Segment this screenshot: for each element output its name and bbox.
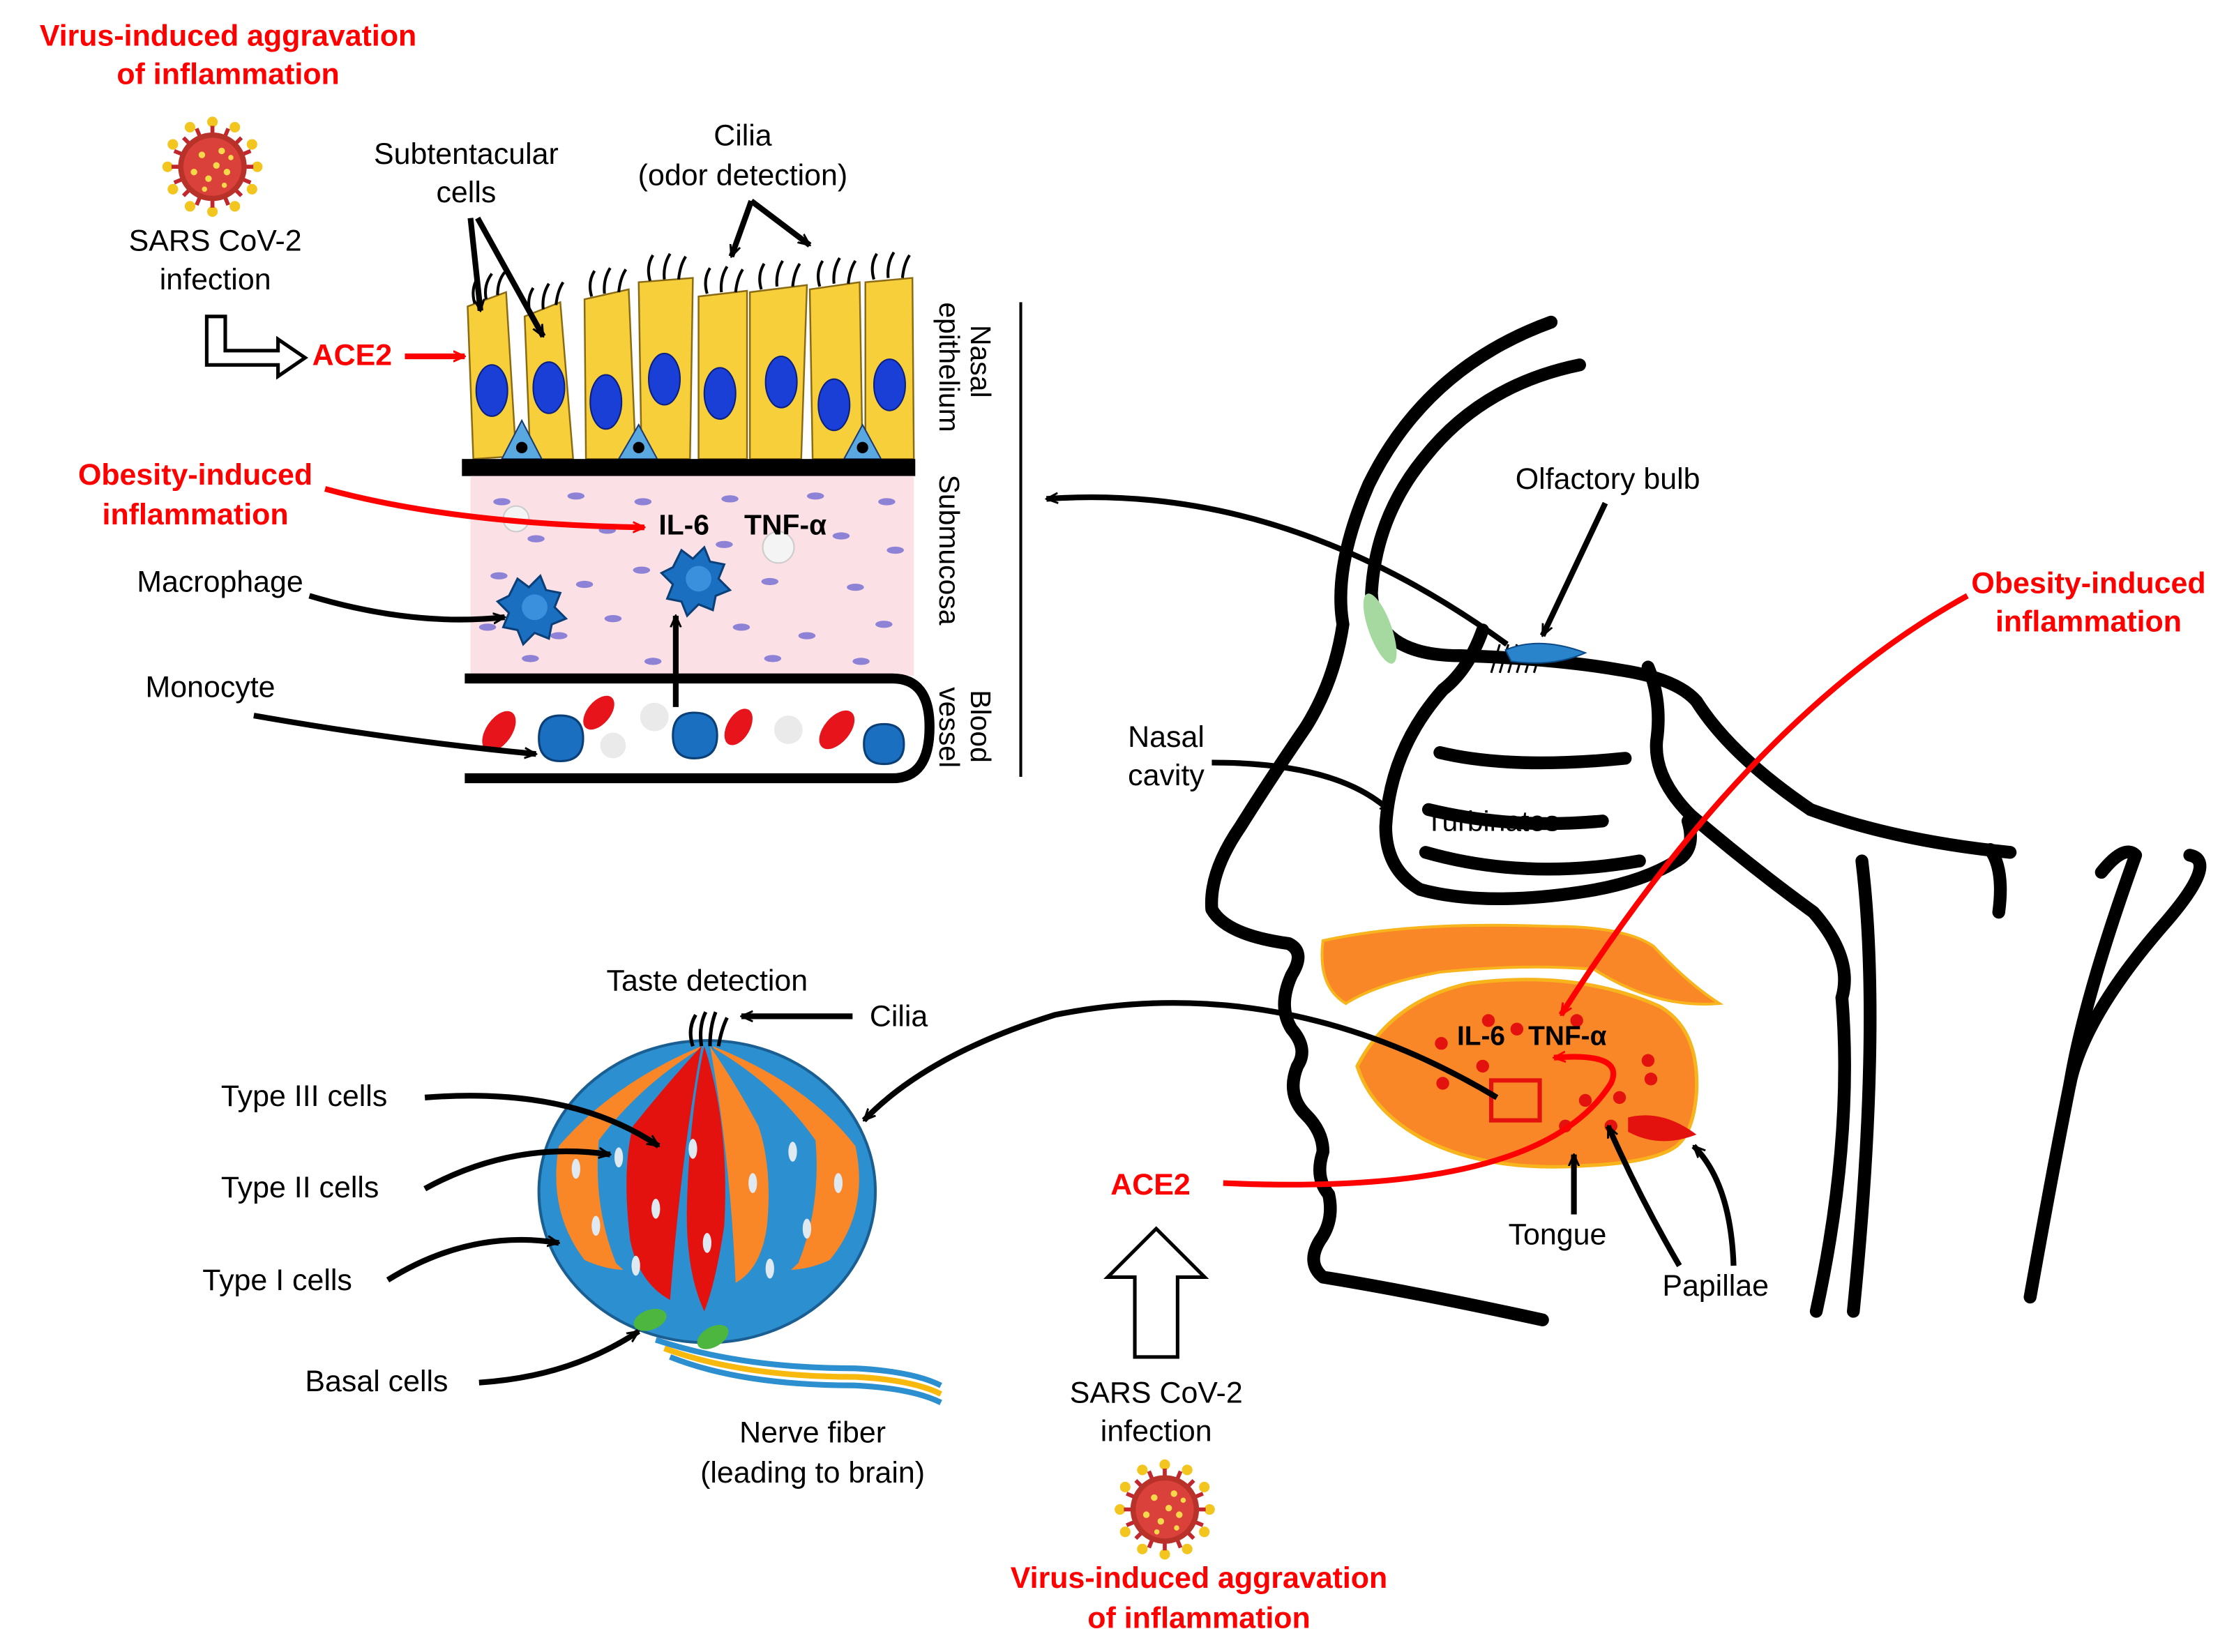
virus-bottom-label-line2: of inflammation	[1087, 1601, 1310, 1635]
macrophage-cell	[495, 574, 568, 646]
nasal-cavity-label-line2: cavity	[1128, 759, 1205, 792]
tnf-top-label: TNF-α	[744, 509, 827, 541]
blood-vessel-label-line1: Blood	[965, 690, 997, 763]
nerve-fiber-label-line1: Nerve fiber	[739, 1416, 886, 1450]
virus-bottom-icon	[1115, 1460, 1215, 1560]
sars-top-label-line2: infection	[160, 263, 271, 296]
sars-bottom-label-line1: SARS CoV-2	[1070, 1376, 1243, 1409]
nasal-cavity-label-line1: Nasal	[1128, 720, 1205, 754]
hollow-arrow-icon	[204, 315, 308, 380]
sars-top-label-line1: SARS CoV-2	[129, 225, 302, 258]
type1-label: Type I cells	[202, 1264, 352, 1297]
basal-label: Basal cells	[305, 1365, 448, 1398]
obesity-left-label-line1: Obesity-induced	[78, 458, 312, 492]
type3-label: Type III cells	[221, 1079, 387, 1113]
virus-icon	[163, 116, 263, 217]
macrophage-cell-2	[659, 545, 732, 618]
turbinates-label: Turbinates	[1426, 805, 1560, 838]
cilia-top-label-line1: Cilia	[714, 119, 772, 152]
ace2-bottom-label: ACE2	[1110, 1168, 1190, 1202]
submucosa-label: Submucosa	[933, 475, 965, 626]
subtentacular-label-line2: cells	[436, 176, 496, 209]
taste-detection-label: Taste detection	[607, 964, 808, 998]
cilia-bottom-label: Cilia	[870, 1000, 928, 1033]
il6-tongue-label: IL-6	[1457, 1021, 1505, 1051]
virus-top-label-line2: of inflammation	[116, 58, 339, 91]
obesity-left-label-line2: inflammation	[103, 498, 289, 531]
virus-top-label-line1: Virus-induced aggravation	[40, 19, 416, 52]
sars-bottom-label-line2: infection	[1101, 1414, 1212, 1448]
ace2-top-label: ACE2	[312, 338, 392, 372]
nerve-fiber-label-line2: (leading to brain)	[700, 1456, 925, 1490]
tnf-tongue-label: TNF-α	[1528, 1021, 1606, 1051]
blood-vessel-label-line2: vessel	[933, 687, 965, 768]
nasal-epithelium-label-line2: epithelium	[933, 302, 965, 432]
virus-bottom-label-line1: Virus-induced aggravation	[1011, 1561, 1387, 1595]
head-profile	[1205, 315, 2207, 1326]
blood-vessel	[465, 673, 935, 784]
type2-label: Type II cells	[221, 1171, 379, 1204]
obesity-right-label-line2: inflammation	[1995, 605, 2182, 638]
tongue-label: Tongue	[1509, 1218, 1607, 1251]
cilia-top-label-line2: (odor detection)	[638, 159, 848, 192]
tongue	[1320, 923, 1724, 1169]
hollow-arrow-up-icon	[1103, 1226, 1209, 1359]
il6-top-label: IL-6	[658, 509, 709, 541]
monocyte-label: Monocyte	[146, 671, 276, 704]
papillae-label: Papillae	[1662, 1269, 1769, 1303]
olfactory-bulb-label: Olfactory bulb	[1516, 462, 1700, 496]
obesity-right-label-line1: Obesity-induced	[1971, 566, 2205, 600]
submucosa	[470, 476, 914, 676]
macrophage-label: Macrophage	[137, 565, 303, 598]
nasal-epithelium-label-line1: Nasal	[965, 325, 997, 398]
taste-bud	[537, 1011, 942, 1405]
nasal-epithelium	[467, 251, 915, 460]
subtentacular-label-line1: Subtentacular	[374, 137, 559, 171]
basement-membrane	[462, 459, 916, 476]
